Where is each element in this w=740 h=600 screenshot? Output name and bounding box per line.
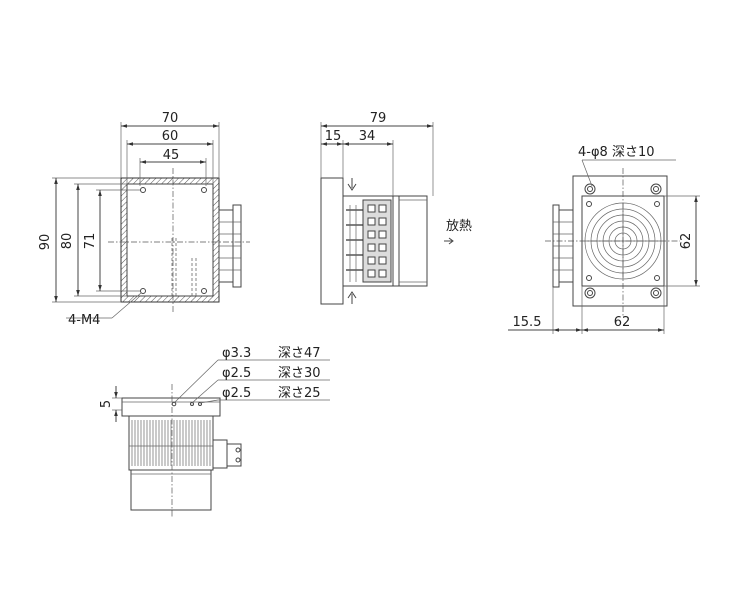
rear-hole-bl (584, 287, 596, 299)
bottom-body (130, 469, 212, 511)
rear-fan-width: 62 (614, 315, 631, 330)
front-height-overall: 90 (38, 234, 53, 251)
rear-hole-callout: 4-φ8 深さ10 (578, 145, 654, 160)
front-hole-bl (140, 288, 146, 294)
side-depth-flange: 15 (325, 129, 342, 144)
airflow-in-arrow (347, 178, 357, 191)
bottom-connector (212, 439, 228, 469)
heat-out-arrow (444, 237, 454, 245)
rear-hole-br (650, 287, 662, 299)
bottom-hole-3-depth: 深さ25 (278, 386, 321, 401)
front-width-inner: 60 (162, 129, 179, 144)
rear-offset: 15.5 (513, 315, 542, 330)
bottom-hole-2-depth: 深さ30 (278, 366, 321, 381)
side-depth-overall: 79 (370, 111, 387, 126)
front-hole-tl (140, 187, 146, 193)
front-hole-tr (201, 187, 207, 193)
front-height-inner: 80 (60, 233, 75, 250)
side-depth-terminal: 34 (359, 129, 376, 144)
side-flange (320, 177, 344, 305)
side-heat-label: 放熱 (446, 219, 472, 234)
front-thread-callout: 4-M4 (68, 313, 100, 328)
side-terminal-strip (362, 199, 392, 283)
rear-hole-tr (650, 183, 662, 195)
front-hole-br (201, 288, 207, 294)
bottom-hole-3-diameter: φ2.5 (222, 386, 251, 401)
bottom-hole-1-diameter: φ3.3 (222, 346, 251, 361)
front-width-holes: 45 (163, 148, 180, 163)
bottom-fin-lines (131, 420, 211, 466)
rear-view: 4-φ8 深さ10 62 62 15.5 (508, 145, 700, 334)
front-inner-cavity (126, 183, 214, 297)
airflow-in-arrow-bottom (347, 291, 357, 304)
side-heatsink (398, 195, 428, 287)
rear-hole-tl (584, 183, 596, 195)
side-terminal-screws (367, 204, 387, 278)
bottom-view: φ3.3 深さ47 φ2.5 深さ30 φ2.5 深さ25 5 (99, 346, 330, 518)
front-width-overall: 70 (162, 111, 179, 126)
bottom-flange-thickness: 5 (99, 400, 114, 408)
front-height-holes: 71 (83, 233, 98, 250)
rear-fan-height: 62 (679, 233, 694, 250)
bottom-flange (121, 397, 221, 417)
bottom-hole-1-depth: 深さ47 (278, 346, 321, 361)
bottom-hole-2-diameter: φ2.5 (222, 366, 251, 381)
side-view: 放熱 79 15 34 (320, 111, 472, 305)
front-view: 70 60 45 90 80 71 4-M4 (38, 111, 250, 328)
